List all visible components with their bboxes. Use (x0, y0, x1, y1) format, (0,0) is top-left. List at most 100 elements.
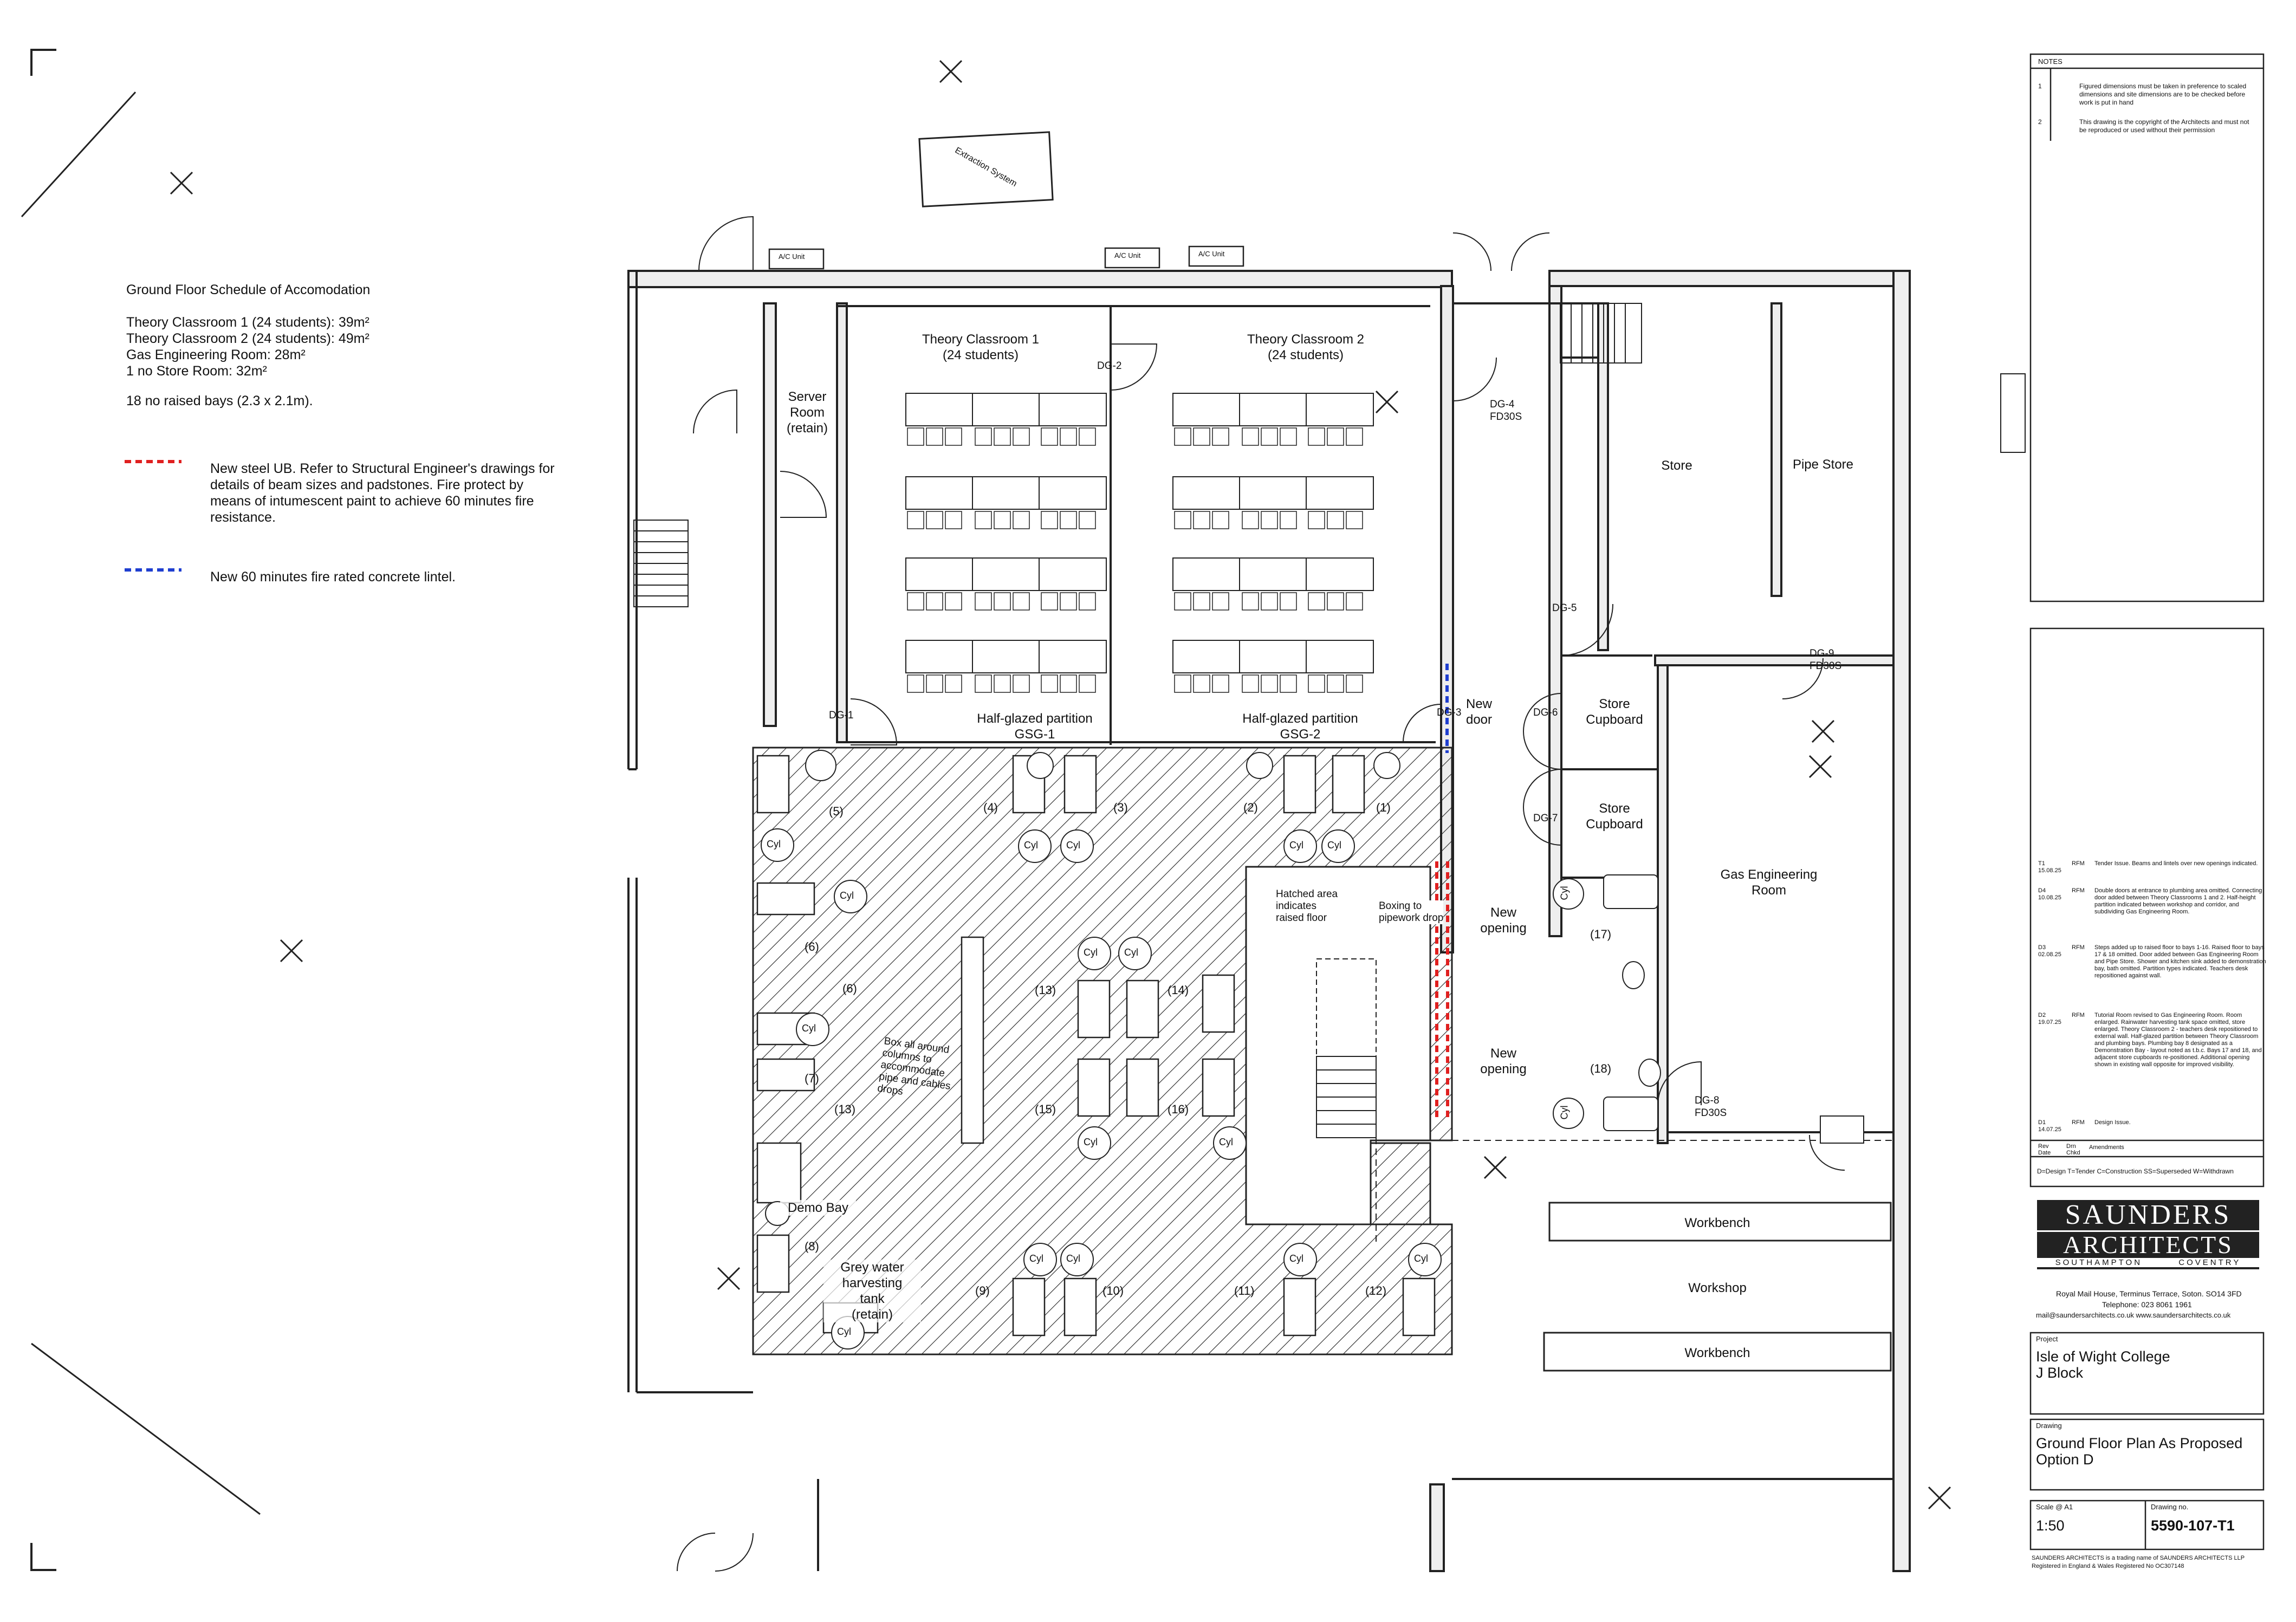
note-2-number: 2 (2038, 118, 2042, 126)
bay-8: (8) (805, 1240, 819, 1253)
workshop-label: Workshop (1688, 1281, 1747, 1295)
demo-bay-label: Demo Bay (780, 1200, 856, 1216)
raised-floor-cutout (1245, 866, 1431, 1225)
extraction-system-box (918, 131, 1054, 207)
cyl-label-16: Cyl (837, 1326, 851, 1337)
classroom-2-desks (1172, 393, 1374, 673)
bay-18: (18) (1590, 1062, 1612, 1075)
cyl-label-1: Cyl (767, 839, 781, 849)
workbench-2-label: Workbench (1684, 1346, 1750, 1360)
classroom-2-label: Theory Classroom 2(24 students) (1247, 332, 1365, 362)
schedule-item-2: Theory Classroom 2 (24 students): 49m² (126, 331, 369, 346)
door-dg2: DG-2 (1097, 360, 1122, 372)
email-web: mail@saundersarchitects.co.uk www.saunde… (2036, 1311, 2231, 1319)
door-dg6: DG-6 (1533, 707, 1558, 718)
project-name-line-2: J Block (2036, 1365, 2084, 1381)
address: Royal Mail House, Terminus Terrace, Soto… (2056, 1289, 2242, 1298)
bay-6: (6) (805, 940, 819, 953)
cyl-label-10: Cyl (1084, 1137, 1098, 1147)
inner-stair (1316, 958, 1377, 1138)
ac-unit-1-label: A/C Unit (779, 252, 805, 261)
bay-17: (17) (1590, 927, 1612, 941)
schedule-bays: 18 no raised bays (2.3 x 2.1m). (126, 393, 313, 408)
cyl-label-17: Cyl (1559, 886, 1570, 900)
classroom-chairs (907, 427, 1363, 693)
cyl-label-5: Cyl (1289, 840, 1303, 851)
project-label: Project (2036, 1335, 2058, 1343)
ac-unit-boxes (768, 245, 1244, 270)
drawing-no-value: 5590-107-T1 (2151, 1517, 2235, 1534)
bay-11: (11) (1234, 1284, 1255, 1297)
cyl-label-13: Cyl (1066, 1253, 1080, 1264)
note-2-text: This drawing is the copyright of the Arc… (2079, 118, 2249, 134)
telephone: Telephone: 023 8061 1961 (2102, 1300, 2192, 1309)
ac-unit-3-label: A/C Unit (1198, 250, 1225, 258)
door-dg7: DG-7 (1533, 813, 1558, 824)
bay-2: (2) (1243, 801, 1258, 814)
cyl-label-12: Cyl (1029, 1253, 1043, 1264)
scale-label: Scale @ A1 (2036, 1503, 2073, 1511)
bay-5: (5) (829, 804, 844, 818)
cyl-label-15: Cyl (1414, 1253, 1428, 1264)
cyl-label-11: Cyl (1219, 1137, 1233, 1147)
door-dg3: DG-3 (1437, 707, 1462, 718)
bay-3: (3) (1113, 801, 1128, 814)
project-name-line-1: Isle of Wight College (2036, 1348, 2170, 1365)
bathroom-fixtures (1603, 874, 1864, 1144)
workbench-1-label: Workbench (1684, 1216, 1750, 1230)
bay-7: (7) (805, 1072, 819, 1085)
schedule-title: Ground Floor Schedule of Accomodation (126, 282, 371, 297)
footer-line-1: SAUNDERS ARCHITECTS is a trading name of… (2032, 1555, 2245, 1561)
door-dg1: DG-1 (829, 710, 854, 721)
cyl-label-7: Cyl (802, 1023, 816, 1034)
classroom-1-label: Theory Classroom 1(24 students) (922, 332, 1040, 362)
sheet-corner-marks (30, 49, 56, 1571)
revision-header-amend: Amendments (2089, 1144, 2124, 1151)
survey-crosses (170, 60, 1951, 1510)
plumbing-bays (756, 755, 1436, 1336)
pipe-store-label: Pipe Store (1792, 457, 1854, 472)
bay-9: (9) (975, 1284, 990, 1297)
bay-13b: (13) (834, 1102, 856, 1116)
schedule-item-4: 1 no Store Room: 32m² (126, 364, 267, 379)
note-1-number: 1 (2038, 82, 2042, 90)
bay-6b: (6) (842, 982, 857, 995)
cyl-label-6: Cyl (1327, 840, 1341, 851)
scale-value: 1:50 (2036, 1517, 2065, 1534)
cyl-label-14: Cyl (1289, 1253, 1303, 1264)
title-block-frames (2029, 53, 2265, 1550)
ac-unit-2-label: A/C Unit (1114, 251, 1141, 259)
cyl-label-4: Cyl (1066, 840, 1080, 851)
cyl-label-3: Cyl (1024, 840, 1038, 851)
bay-4: (4) (983, 801, 998, 814)
footer-line-2: Registered in England & Wales Registered… (2032, 1563, 2184, 1569)
store-label: Store (1661, 458, 1692, 473)
building-walls (627, 270, 1911, 1572)
drawing-label: Drawing (2036, 1422, 2062, 1430)
cyl-label-2: Cyl (840, 890, 854, 901)
legend-steel-ub-text: New steel UB. Refer to Structural Engine… (210, 461, 555, 525)
workbench-boxes (1543, 1202, 1892, 1372)
notes-heading: NOTES (2038, 57, 2062, 66)
cyl-label-9: Cyl (1124, 947, 1138, 958)
note-1-text: Figured dimensions must be taken in pref… (2079, 82, 2247, 106)
classroom-1-desks (905, 393, 1107, 673)
